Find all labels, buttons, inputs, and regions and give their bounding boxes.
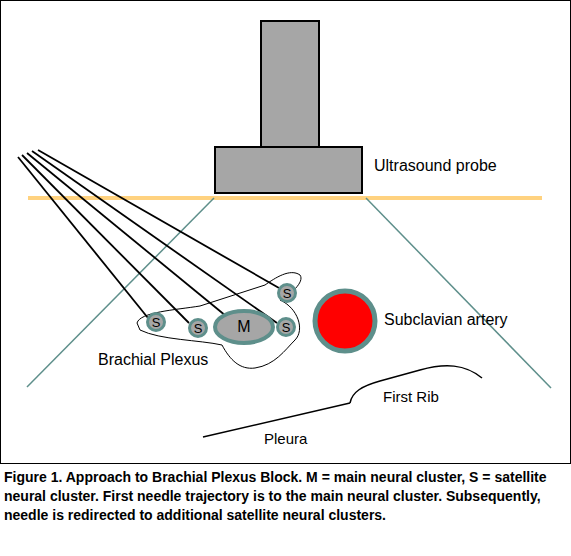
node-text: Ultrasound probe <box>374 157 504 175</box>
satellite-node: S <box>276 317 296 337</box>
satellite-node: S <box>188 318 208 338</box>
node-text: Brachial Plexus <box>98 351 248 369</box>
node-text: S <box>188 318 208 338</box>
probe-handle <box>261 21 319 148</box>
main-node: M <box>213 309 275 345</box>
artery-circle <box>315 291 375 351</box>
probe-base <box>215 147 362 193</box>
probe-node: Ultrasound probe <box>215 20 505 195</box>
node-text: S <box>276 317 296 337</box>
needle-trajectory <box>22 155 189 323</box>
satellite-node: S <box>146 312 166 332</box>
figure-frame <box>1 1 571 464</box>
anatomy-label: Pleura <box>264 430 364 447</box>
beam-edge <box>366 198 551 388</box>
skin-line <box>28 196 542 200</box>
needle-trajectory <box>18 157 148 318</box>
satellite-node: S <box>277 283 297 303</box>
anatomy-label: First Rib <box>383 388 503 405</box>
artery-node: Subclavian artery <box>311 287 556 355</box>
node-text: S <box>277 283 297 303</box>
figure-caption: Figure 1. Approach to Brachial Plexus Bl… <box>4 468 566 525</box>
plexus-node: Brachial PlexusSSSMS <box>95 265 307 370</box>
node-text: Subclavian artery <box>384 311 554 329</box>
node-text: S <box>146 312 166 332</box>
node-text: M <box>213 309 275 345</box>
